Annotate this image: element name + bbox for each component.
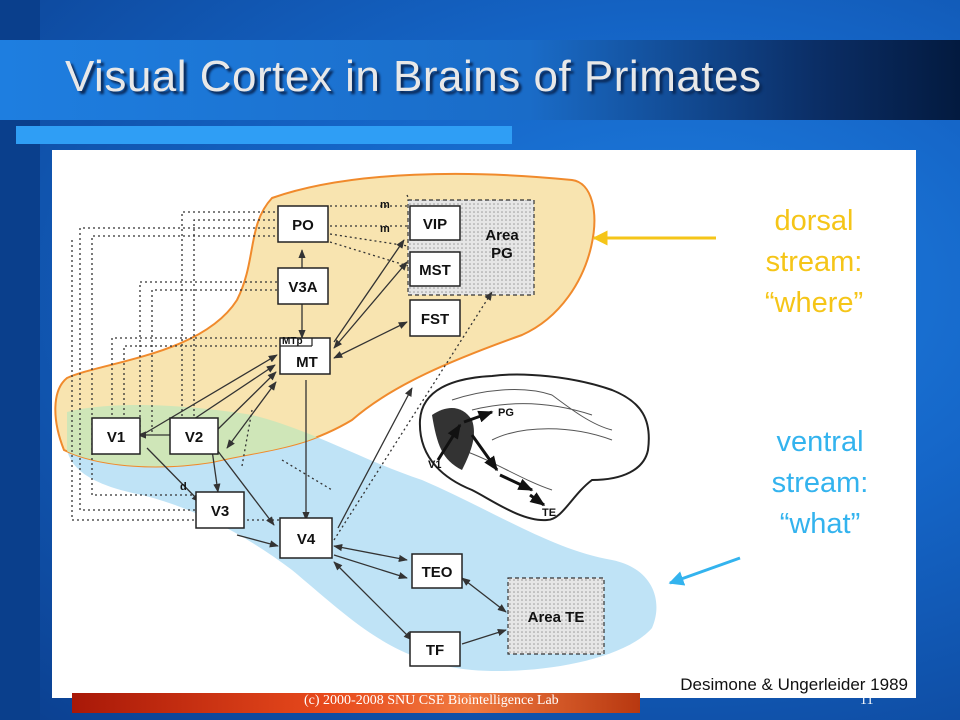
- page-number: 11: [860, 693, 874, 708]
- area-te-box: [507, 577, 605, 655]
- citation: Desimone & Ungerleider 1989: [680, 675, 908, 694]
- label-mtp: MTp: [282, 336, 303, 347]
- brain-label-te: TE: [542, 507, 556, 519]
- label-mt: MT: [296, 354, 318, 371]
- feedback-lines: [71, 194, 413, 521]
- label-v4: V4: [297, 531, 316, 548]
- label-mst: MST: [419, 262, 451, 279]
- ventral-label-line-1: ventral: [776, 426, 863, 458]
- footer-bar: [72, 693, 640, 713]
- box-v3: [195, 491, 245, 529]
- ventral-arrow: [668, 556, 741, 586]
- title-band: [0, 40, 960, 120]
- dorsal-label-line-2: stream:: [766, 246, 863, 278]
- connection-m-upper: m: [380, 199, 390, 211]
- brain-label-pg: PG: [498, 407, 514, 419]
- label-v3a: V3A: [288, 279, 317, 296]
- brain-illustration: [418, 373, 650, 522]
- slide-title: Visual Cortex in Brains of Primates: [65, 52, 762, 101]
- footer-text: (c) 2000-2008 SNU CSE Biointelligence La…: [304, 693, 559, 708]
- label-v2: V2: [185, 429, 203, 446]
- visual-cortex-figure: PO V3A MT VIP MST FST V1 V2 V3 V4 TEO TF…: [52, 150, 916, 698]
- label-area-te: Area TE: [528, 609, 585, 626]
- area-boxes: [91, 205, 463, 667]
- label-vip: VIP: [423, 216, 447, 233]
- box-fst: [409, 299, 461, 337]
- left-strip: [0, 0, 40, 720]
- ventral-label-line-2: stream:: [772, 467, 869, 499]
- box-v3a: [277, 267, 329, 305]
- box-mt: [279, 337, 331, 375]
- footer: (c) 2000-2008 SNU CSE Biointelligence La…: [0, 693, 960, 720]
- label-fst: FST: [421, 311, 449, 328]
- title-underline: [16, 126, 512, 144]
- box-po: [277, 205, 329, 243]
- box-v1: [91, 417, 141, 455]
- diagram-svg: PO V3A MT VIP MST FST V1 V2 V3 V4 TEO TF…: [54, 172, 908, 694]
- label-tf: TF: [426, 642, 444, 659]
- box-v4: [279, 517, 333, 559]
- box-mst: [409, 251, 461, 287]
- label-v3: V3: [211, 503, 229, 520]
- brain-label-v1: V1: [428, 459, 441, 471]
- label-po: PO: [292, 217, 314, 234]
- box-vip: [409, 205, 461, 241]
- connection-arrows: [137, 239, 507, 645]
- box-v2: [169, 417, 219, 455]
- ventral-label-line-3: “what”: [780, 508, 861, 540]
- label-v1: V1: [107, 429, 125, 446]
- dorsal-label-line-1: dorsal: [775, 205, 854, 237]
- label-teo: TEO: [422, 564, 453, 581]
- dorsal-label-line-3: “where”: [765, 287, 863, 319]
- box-tf: [409, 631, 461, 667]
- box-teo: [411, 553, 463, 589]
- connection-d: d: [180, 481, 187, 493]
- connection-m-lower: m: [380, 223, 390, 235]
